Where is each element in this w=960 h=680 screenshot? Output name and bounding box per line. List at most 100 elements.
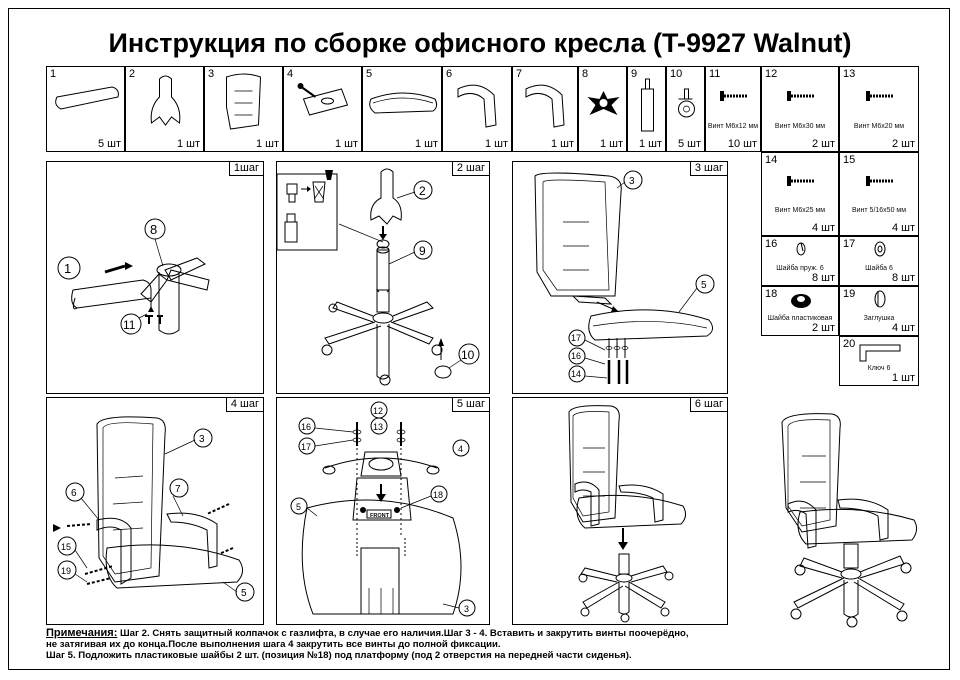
part-quantity: 4 шт <box>891 222 915 234</box>
tilt-mechanism-icon <box>297 83 349 116</box>
part-number: 13 <box>843 68 856 80</box>
plastic-washer-icon <box>791 294 811 308</box>
caster-icon <box>678 88 695 118</box>
part-quantity: 4 шт <box>891 322 915 334</box>
step-4-illustration: 3 6 7 15 19 5 <box>53 416 255 602</box>
notes-line-1: Шаг 2. Снять защитный колпачок с газлифт… <box>117 628 689 639</box>
step-label: 1шаг <box>228 162 263 176</box>
part-quantity: 1 шт <box>176 138 200 150</box>
callout-7: 7 <box>175 484 181 495</box>
callout-16: 16 <box>571 351 581 361</box>
part-number: 17 <box>843 238 856 250</box>
part-number: 9 <box>631 68 638 80</box>
part-cell-6: 6 1 шт <box>442 66 512 152</box>
step-4-panel: 4 шаг 3 6 7 15 19 5 <box>46 397 264 625</box>
step-1-panel: 1шаг 1 8 11 <box>46 161 264 394</box>
part-number: 15 <box>843 154 856 166</box>
backrest-icon <box>226 73 262 130</box>
screw-icon <box>787 176 815 186</box>
part-quantity: 8 шт <box>891 272 915 284</box>
part-quantity: 2 шт <box>811 322 835 334</box>
callout-14: 14 <box>571 369 581 379</box>
step-2-illustration: 2 9 10 <box>277 168 480 386</box>
step-3-illustration: 3 5 17 16 14 <box>534 170 715 384</box>
part-quantity: 1 шт <box>550 138 574 150</box>
part-cell-7: 7 1 шт <box>512 66 578 152</box>
part-number: 3 <box>208 68 215 80</box>
step-label: 6 шаг <box>689 398 727 412</box>
callout-3: 3 <box>464 604 469 614</box>
part-quantity: 5 шт <box>677 138 701 150</box>
step-5-panel: 5 шаг FRONT 12 16 13 17 4 <box>276 397 490 625</box>
part-number: 18 <box>765 288 778 300</box>
part-number: 5 <box>366 68 373 80</box>
part-caption: Шайба пластиковая <box>767 315 833 322</box>
base-center-icon <box>587 91 620 115</box>
part-caption: Шайба пруж. 6 <box>776 265 824 272</box>
callout-5: 5 <box>701 280 707 291</box>
part-number: 8 <box>582 68 589 80</box>
step-1-illustration: 1 8 11 <box>57 218 210 335</box>
callout-3: 3 <box>199 434 205 445</box>
part-quantity: 10 шт <box>727 138 757 150</box>
part-caption: Винт 5/16х50 мм <box>851 207 907 214</box>
spring-washer-icon <box>796 242 806 256</box>
part-number: 6 <box>446 68 453 80</box>
part-caption: Ключ 6 <box>867 365 891 372</box>
step-label: 2 шаг <box>451 162 489 176</box>
callout-3: 3 <box>629 176 635 187</box>
callout-17: 17 <box>571 333 581 343</box>
seat-icon <box>369 92 438 114</box>
part-quantity: 1 шт <box>599 138 623 150</box>
assembled-chair-illustration <box>781 413 918 628</box>
armrest-icon <box>55 86 119 110</box>
page-title: Инструкция по сборке офисного кресла (T-… <box>108 28 852 58</box>
part-number: 19 <box>843 288 856 300</box>
step-label: 4 шаг <box>225 398 263 412</box>
step-label: 5 шаг <box>451 398 489 412</box>
part-number: 11 <box>709 68 721 80</box>
callout-19: 19 <box>61 566 71 576</box>
part-number: 10 <box>670 68 683 80</box>
step-label: 3 шаг <box>689 162 727 176</box>
part-number: 16 <box>765 238 778 250</box>
part-quantity: 1 шт <box>484 138 508 150</box>
part-caption: Винт М6х20 мм <box>853 123 905 130</box>
part-quantity: 1 шт <box>334 138 358 150</box>
gas-lift-icon <box>641 78 654 132</box>
step-3-panel: 3 шаг 3 5 17 16 14 <box>512 161 728 394</box>
callout-5: 5 <box>296 502 301 512</box>
part-number: 20 <box>843 338 856 350</box>
hex-key-icon <box>859 344 901 362</box>
washer-icon <box>874 241 886 257</box>
armrest-left-icon <box>457 84 497 128</box>
armrest-right-icon <box>525 84 565 128</box>
callout-1: 1 <box>64 261 71 276</box>
part-quantity: 4 шт <box>811 222 835 234</box>
callout-4: 4 <box>458 444 463 454</box>
part-quantity: 8 шт <box>811 272 835 284</box>
part-number: 7 <box>516 68 523 80</box>
screw-icon <box>787 91 815 101</box>
callout-11: 11 <box>123 318 136 332</box>
part-caption: Винт М6х12 мм <box>707 123 759 130</box>
step-2-panel: 2 шаг 2 9 <box>276 161 490 394</box>
screw-icon <box>866 176 894 186</box>
front-label: FRONT <box>370 513 390 519</box>
part-caption: Заглушка <box>863 315 895 322</box>
callout-13: 13 <box>373 422 383 432</box>
part-quantity: 1 шт <box>638 138 662 150</box>
step-6-illustration <box>568 405 687 623</box>
part-cell-9: 9 1 шт <box>627 66 666 152</box>
part-caption: Винт М6х25 мм <box>774 207 826 214</box>
